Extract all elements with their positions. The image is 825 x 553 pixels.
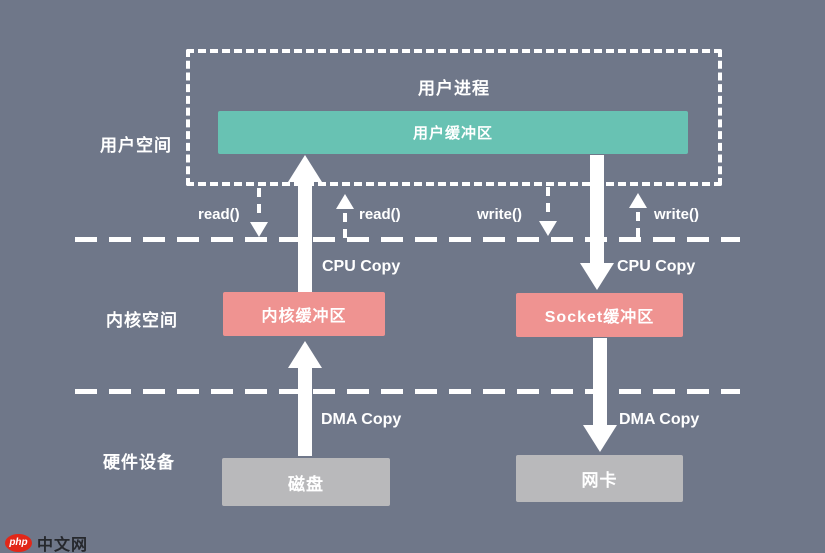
user-space-region-label: 用户空间	[100, 136, 172, 155]
write-return-label: write()	[654, 206, 699, 223]
watermark: php 中文网	[5, 531, 88, 553]
read-return-label: read()	[359, 206, 401, 223]
write-return-arrow-line	[636, 212, 640, 238]
kernel-buffer-box: 内核缓冲区	[223, 292, 385, 336]
php-badge-icon: php	[5, 534, 32, 552]
kernel-hardware-boundary-line	[75, 389, 740, 394]
kernel-space-region-label: 内核空间	[106, 311, 178, 330]
socket-buffer-label: Socket缓冲区	[544, 309, 655, 326]
cpu-copy-read-label: CPU Copy	[322, 258, 401, 275]
write-call-label: write()	[477, 206, 522, 223]
dma-copy-write-arrow-shaft	[593, 338, 607, 427]
write-call-arrow-line	[546, 187, 550, 217]
dma-copy-read-arrow-head-icon	[288, 341, 322, 368]
cpu-copy-read-arrow-shaft	[298, 180, 312, 292]
read-return-arrow-line	[343, 213, 347, 238]
user-kernel-boundary-line	[75, 237, 740, 242]
read-call-label: read()	[198, 206, 240, 223]
disk-box: 磁盘	[222, 458, 390, 506]
read-call-arrow-line	[257, 188, 261, 218]
dma-copy-write-arrow-head-icon	[583, 425, 617, 452]
cpu-copy-write-arrow-head-icon	[580, 263, 614, 290]
dma-copy-read-arrow-shaft	[298, 366, 312, 456]
dma-copy-write-label: DMA Copy	[619, 411, 700, 428]
dma-copy-read-label: DMA Copy	[321, 411, 402, 428]
cpu-copy-write-label: CPU Copy	[617, 258, 696, 275]
write-return-arrow-head-icon	[629, 193, 647, 208]
hardware-region-label: 硬件设备	[103, 453, 175, 472]
read-call-arrow-head-icon	[250, 222, 268, 237]
write-call-arrow-head-icon	[539, 221, 557, 236]
nic-box: 网卡	[516, 455, 683, 502]
kernel-buffer-label: 内核缓冲区	[261, 308, 347, 325]
user-buffer-box: 用户缓冲区	[218, 111, 688, 154]
disk-label: 磁盘	[288, 474, 324, 494]
user-process-box: 用户进程	[186, 49, 722, 186]
user-process-title: 用户进程	[418, 79, 490, 98]
socket-buffer-box: Socket缓冲区	[516, 293, 683, 337]
nic-label: 网卡	[581, 471, 618, 490]
user-buffer-label: 用户缓冲区	[412, 125, 493, 142]
cpu-copy-write-arrow-shaft	[590, 155, 604, 265]
read-return-arrow-head-icon	[336, 194, 354, 209]
watermark-text: 中文网	[37, 537, 89, 553]
